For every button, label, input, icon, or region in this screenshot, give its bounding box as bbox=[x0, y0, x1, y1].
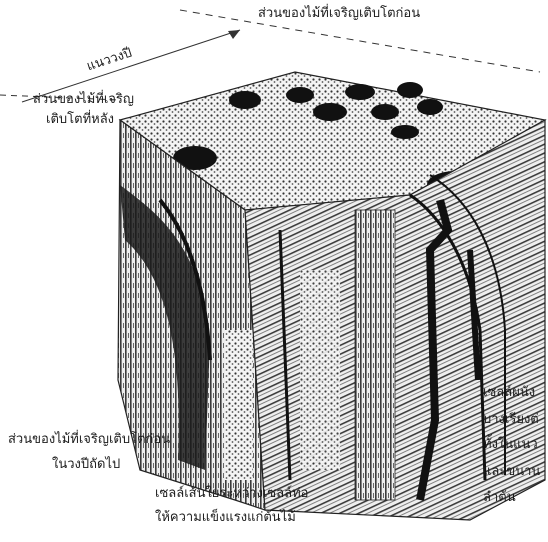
vessel-pore bbox=[417, 99, 443, 115]
vessel-pore bbox=[229, 91, 261, 109]
vessel-pore bbox=[397, 82, 423, 98]
label-vessel-line3: ทั้งในแนว bbox=[483, 437, 538, 453]
label-vessel-line1: เซลล์ผนัง bbox=[483, 385, 535, 401]
label-fiber-line1: เซลล์เส้นใยระหว่างเซลล์ท่อ bbox=[155, 486, 309, 502]
vessel-pore bbox=[313, 103, 347, 121]
vessel-pore bbox=[391, 125, 419, 139]
label-earlywood-next-line1: ส่วนของไม้ที่เจริญเติบโตก่อน bbox=[8, 432, 170, 448]
label-fiber-line2: ให้ความแข็งแรงแก่ต้นไม้ bbox=[155, 510, 296, 526]
vessel-pore bbox=[345, 84, 375, 100]
label-earlywood: ส่วนของไม้ที่เจริญเติบโตก่อน bbox=[258, 6, 420, 22]
label-latewood-line1: ส่วนของไม้ที่เจริญ bbox=[33, 92, 134, 108]
label-latewood-line2: เติบโตที่หลัง bbox=[46, 112, 114, 128]
vessel-pore bbox=[371, 104, 399, 120]
label-vessel-line5: ลำต้น bbox=[483, 490, 516, 506]
vessel-pore bbox=[286, 87, 314, 103]
label-earlywood-next-line2: ในวงปีถัดไป bbox=[52, 457, 120, 473]
label-vessel-line2: บางเรียงต่ bbox=[483, 412, 539, 428]
vessel-column bbox=[355, 210, 395, 500]
label-vessel-line4: และขนาน bbox=[483, 464, 540, 480]
arrow-head-icon bbox=[228, 30, 240, 39]
